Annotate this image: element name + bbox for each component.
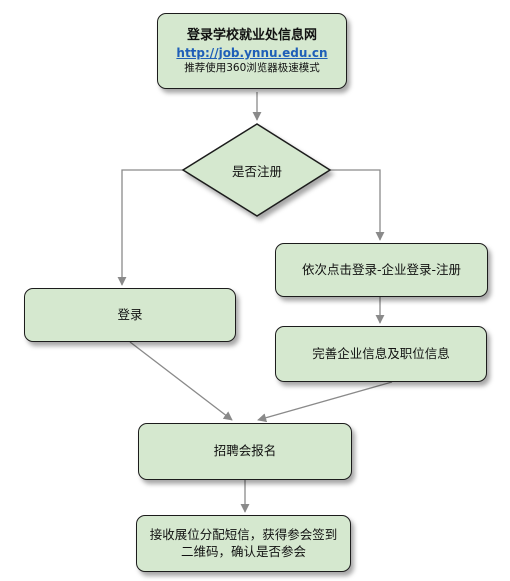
job-fair-step-box: 招聘会报名 bbox=[138, 423, 352, 480]
complete-info-step-label: 完善企业信息及职位信息 bbox=[312, 345, 450, 361]
site-title: 登录学校就业处信息网 bbox=[186, 28, 317, 44]
login-step-box: 登录 bbox=[24, 288, 236, 342]
final-step-line2: 二维码，确认是否参会 bbox=[180, 543, 306, 559]
arrow-decision-to-register bbox=[330, 169, 385, 241]
site-url-link[interactable]: http://job.ynnu.edu.cn bbox=[176, 45, 328, 60]
arrow-login-to-job-fair bbox=[129, 341, 233, 421]
decision-diamond bbox=[181, 123, 332, 217]
arrow-decision-to-login bbox=[117, 169, 183, 286]
final-step-box: 接收展位分配短信，获得参会签到 二维码，确认是否参会 bbox=[136, 515, 351, 572]
final-step-line1: 接收展位分配短信，获得参会签到 bbox=[149, 526, 338, 542]
register-step-box: 依次点击登录-企业登录-注册 bbox=[275, 243, 488, 297]
job-fair-step-label: 招聘会报名 bbox=[213, 443, 277, 459]
browser-hint: 推荐使用360浏览器极速模式 bbox=[184, 61, 320, 74]
login-step-label: 登录 bbox=[117, 306, 143, 322]
start-box: 登录学校就业处信息网 http://job.ynnu.edu.cn 推荐使用36… bbox=[157, 13, 347, 89]
register-step-label: 依次点击登录-企业登录-注册 bbox=[301, 261, 462, 277]
complete-info-step-box: 完善企业信息及职位信息 bbox=[275, 326, 487, 382]
arrow-complete-info-to-job-fair bbox=[257, 381, 393, 423]
decision-label: 是否注册 bbox=[231, 164, 282, 179]
